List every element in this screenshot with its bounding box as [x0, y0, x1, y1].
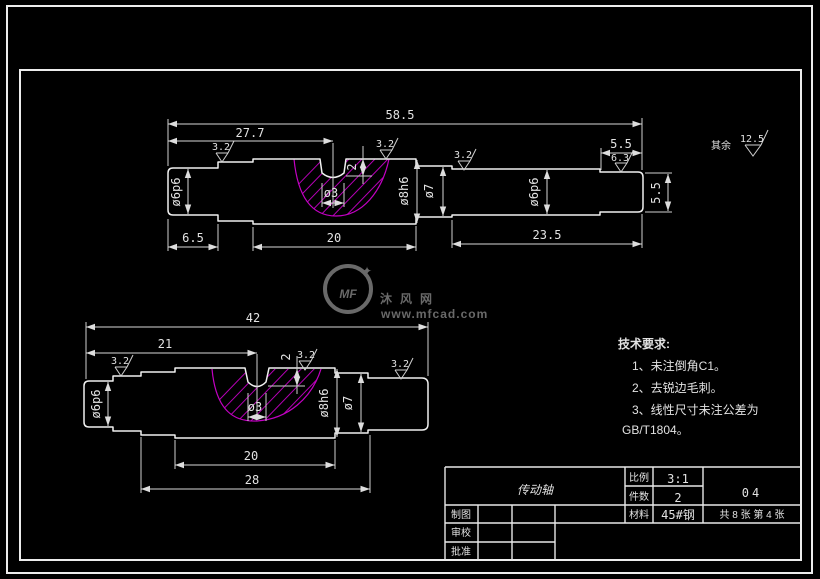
tb-sheet-info: 共 8 张 第 4 张	[719, 508, 784, 521]
tech-requirements: 技术要求: 1、未注倒角C1。 2、去锐边毛刺。 3、线性尺寸未注公差为 GB/…	[618, 336, 759, 437]
ra-bot-left: 3.2	[111, 356, 129, 367]
dim-top-right-len: 23.5	[533, 228, 562, 242]
roughness-symbol-icon	[114, 354, 134, 377]
tb-drawn-label: 制图	[451, 508, 471, 521]
dim-bot-dia-mid: ø8h6	[317, 389, 331, 418]
tb-material-value: 45#钢	[661, 508, 695, 522]
bottom-dimension-lines	[86, 323, 428, 493]
ra-top-right: 3.2	[454, 150, 472, 161]
tech-item: 3、线性尺寸未注公差为	[632, 402, 759, 417]
roughness-symbol-icon	[457, 148, 477, 171]
tb-part-name: 传动轴	[517, 483, 555, 497]
tb-checked-label: 审校	[451, 526, 471, 539]
roughness-symbol-icon	[394, 357, 414, 380]
tb-material-label: 材料	[629, 508, 649, 521]
top-dimension-lines	[168, 120, 672, 251]
dim-bot-dia-left: ø6p6	[89, 390, 103, 419]
watermark-logo-icon	[323, 264, 373, 314]
ra-top-shoulder: 3.2	[212, 142, 230, 153]
rest-label: 其余	[711, 139, 731, 152]
dim-top-tip-dia: 5.5	[649, 182, 663, 204]
ra-bot-key: 3.2	[297, 350, 315, 361]
dim-top-dia-seven: ø7	[422, 184, 436, 198]
top-key-pocket-arc	[293, 158, 390, 217]
roughness-symbol-icon	[379, 137, 399, 160]
dim-top-dia-mid: ø8h6	[397, 177, 411, 206]
tb-drawing-no: 04	[742, 486, 762, 500]
roughness-symbol-icon	[215, 140, 235, 163]
general-roughness-note: 其余 12.5	[711, 129, 769, 157]
inner-border	[19, 69, 802, 561]
bottom-key-pocket-hatch	[212, 369, 321, 422]
top-view: 58.5 27.7 6.5 20 23.5 5.5 5.5 ø6p6 ø8h6 …	[167, 108, 672, 251]
tb-qty-label: 件数	[629, 490, 649, 503]
top-shaft-outline	[167, 158, 644, 225]
dim-top-overall: 58.5	[386, 108, 415, 122]
roughness-symbol-icon	[614, 150, 634, 173]
watermark-url: www.mfcad.com	[380, 307, 488, 321]
dim-bot-mid-len: 20	[244, 449, 258, 463]
dim-bot-key-depth: 2	[279, 353, 293, 360]
ra-top-tip: 6.3	[611, 153, 629, 164]
dim-top-key-depth: 2	[345, 163, 359, 170]
tb-scale-value: 3:1	[667, 472, 689, 486]
bottom-view: 42 21 20 28 ø6p6 ø8h6 ø7 ø3 2 3.2 3.2 3.…	[83, 311, 429, 493]
dim-top-dia-right: ø6p6	[527, 178, 541, 207]
ra-bot-right: 3.2	[391, 359, 409, 370]
dim-bot-overall: 42	[246, 311, 260, 325]
outer-border	[6, 5, 813, 574]
dim-bot-dia-seven: ø7	[341, 396, 355, 410]
dim-top-dia-left: ø6p6	[169, 178, 183, 207]
tech-item: 1、未注倒角C1。	[632, 358, 726, 373]
dim-bot-key-dia: ø3	[248, 400, 262, 414]
title-block-grid	[444, 466, 801, 560]
roughness-symbol-icon	[298, 348, 318, 371]
watermark: MF ✦ 沐风网 www.mfcad.com	[323, 264, 488, 321]
tb-approved-label: 批准	[451, 545, 471, 558]
dim-top-left-len: 6.5	[182, 231, 204, 245]
dim-bot-right-len: 28	[245, 473, 259, 487]
dim-top-mid-len: 20	[327, 231, 341, 245]
watermark-sparkle-icon: ✦	[362, 264, 372, 278]
bottom-key-pocket-arc	[211, 368, 322, 422]
bottom-shaft-outline	[83, 367, 429, 439]
bottom-roughness-symbols: 3.2 3.2 3.2	[111, 348, 414, 380]
tb-qty-value: 2	[674, 491, 681, 505]
dim-top-key-dia: ø3	[324, 186, 338, 200]
tech-item: 2、去锐边毛刺。	[632, 381, 723, 395]
dim-bot-to-key: 21	[158, 337, 172, 351]
roughness-symbol-icon	[744, 129, 769, 157]
dim-top-to-key: 27.7	[236, 126, 265, 140]
rest-value: 12.5	[740, 134, 764, 145]
dim-top-tip-len: 5.5	[610, 137, 632, 151]
top-roughness-symbols: 3.2 3.2 3.2 6.3	[212, 137, 634, 173]
tb-scale-label: 比例	[629, 471, 649, 484]
tech-title: 技术要求:	[618, 336, 670, 351]
ra-top-key: 3.2	[376, 139, 394, 150]
watermark-logo-text: MF	[339, 287, 357, 301]
top-extension-lines	[167, 118, 672, 251]
watermark-brand: 沐风网	[380, 291, 440, 306]
tech-item: GB/T1804。	[622, 423, 689, 437]
title-block: 传动轴 比例 3:1 件数 2 04 材料 45#钢 共 8 张 第 4 张 制…	[444, 466, 801, 560]
